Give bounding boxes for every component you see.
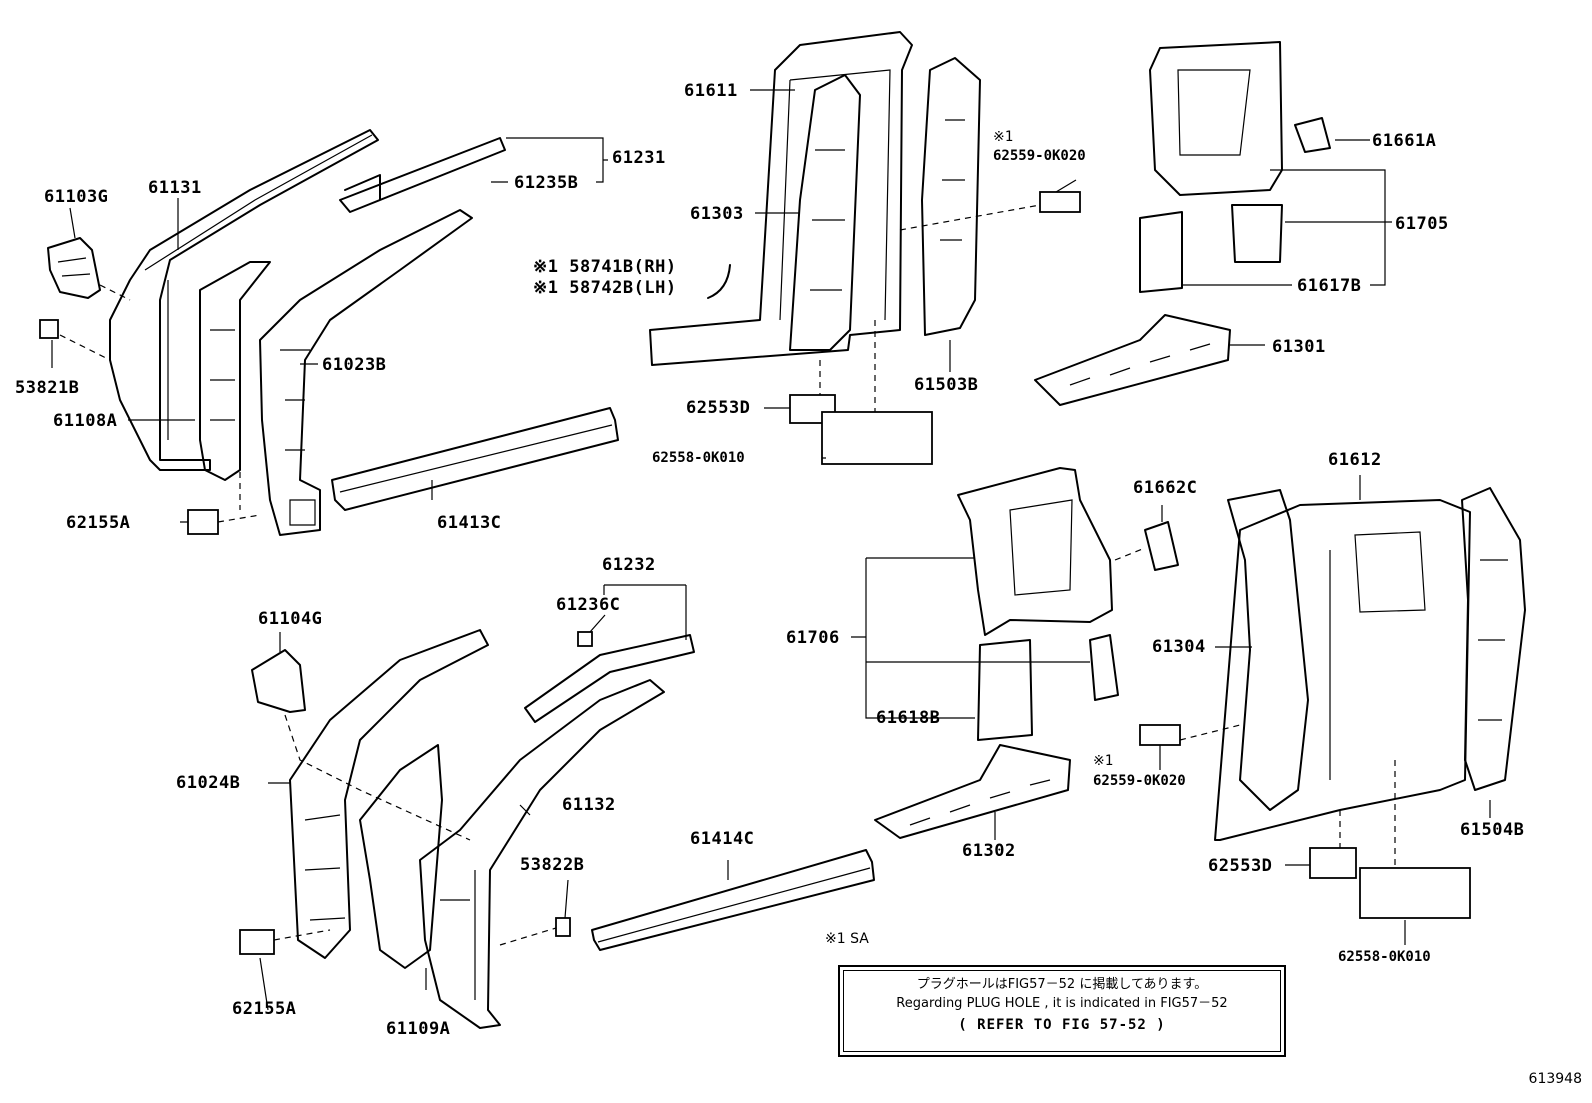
label-61235B: 61235B (514, 173, 579, 193)
label-61131: 61131 (148, 178, 202, 198)
part-61023B-pillar-reinf (259, 209, 473, 536)
label-62559-top: 62559-0K020 (993, 148, 1086, 164)
label-62553D-top: 62553D (686, 398, 751, 418)
part-61706-lower (1089, 634, 1119, 701)
label-61023B: 61023B (322, 355, 387, 375)
label-61301: 61301 (1272, 337, 1326, 357)
label-61617B: 61617B (1297, 276, 1362, 296)
label-61503B: 61503B (914, 375, 979, 395)
part-61617B-pillar (1139, 211, 1183, 293)
label-61304: 61304 (1152, 637, 1206, 657)
part-61705-quarter-inner (1149, 41, 1283, 196)
part-61109A-pillar-inner (359, 744, 443, 969)
label-62155A-top: 62155A (66, 513, 131, 533)
label-61232: 61232 (602, 555, 656, 575)
label-53821B: 53821B (15, 378, 80, 398)
part-61611-side-outer (649, 31, 913, 366)
part-61104G-bracket (251, 649, 306, 713)
part-62553D-plug-bot (1309, 847, 1357, 879)
label-61661A: 61661A (1372, 131, 1437, 151)
part-61236C-clip (577, 631, 593, 647)
part-61413C-rocker (331, 407, 619, 511)
part-62155A-plug-bot (239, 929, 275, 955)
part-62559-plug-top (1039, 191, 1081, 213)
label-star1-top: ※1 (993, 129, 1014, 145)
part-61705-lower (1231, 204, 1283, 263)
part-61302-rocker-inner (874, 744, 1071, 839)
label-61504B: 61504B (1460, 820, 1525, 840)
part-62155A-plug-top (187, 509, 219, 535)
label-62558-bot: 62558-0K010 (1338, 949, 1431, 965)
label-61662C: 61662C (1133, 478, 1198, 498)
label-61024B: 61024B (176, 773, 241, 793)
part-62558-plug-bot (1359, 867, 1471, 919)
label-61611: 61611 (684, 81, 738, 101)
part-61131-pillar-outer (109, 129, 379, 471)
part-62559-plug-bot (1139, 724, 1181, 746)
note-english: Regarding PLUG HOLE , it is indicated in… (896, 996, 1228, 1011)
part-61232-roof-rail (524, 634, 695, 723)
part-53821B-clip (39, 319, 59, 339)
part-61301-rocker-inner (1034, 314, 1231, 406)
note-reference: ( REFER TO FIG 57-52 ) (958, 1017, 1166, 1033)
part-58741B-weatherstrip (707, 264, 731, 299)
part-53822B-clip (555, 917, 571, 937)
label-61618B: 61618B (876, 708, 941, 728)
label-61414C: 61414C (690, 829, 755, 849)
label-star1-bot: ※1 (1093, 753, 1114, 769)
label-58741B: ※1 58741B(RH) (533, 257, 677, 277)
label-61303: 61303 (690, 204, 744, 224)
part-61108A-pillar-inner (199, 261, 271, 481)
part-61103G-bracket (47, 237, 101, 299)
label-61705: 61705 (1395, 214, 1449, 234)
part-61231-roof-rail (339, 137, 506, 213)
part-61503B-rear-panel (921, 57, 981, 336)
label-61706: 61706 (786, 628, 840, 648)
part-61504B-rear-panel (1461, 487, 1526, 791)
label-61236C: 61236C (556, 595, 621, 615)
label-53822B: 53822B (520, 855, 585, 875)
label-61302: 61302 (962, 841, 1016, 861)
part-61414C-rocker (591, 849, 875, 951)
footnote-marker: ※1 SA (825, 931, 869, 947)
figure-id: 613948 (1528, 1071, 1582, 1087)
part-61662C-bracket (1144, 521, 1179, 571)
label-62553D-bot: 62553D (1208, 856, 1273, 876)
label-61132: 61132 (562, 795, 616, 815)
part-61706-quarter-inner (957, 467, 1113, 636)
part-61303-b-pillar (789, 74, 861, 351)
label-61104G: 61104G (258, 609, 323, 629)
part-61618B-pillar (977, 639, 1033, 741)
label-61231: 61231 (612, 148, 666, 168)
note-japanese: プラグホールはFIG57－52 に掲載してあります。 (916, 977, 1208, 992)
part-62558-plug-top (821, 411, 933, 465)
label-62559-bot: 62559-0K020 (1093, 773, 1186, 789)
plug-hole-note: プラグホールはFIG57－52 に掲載してあります。 Regarding PLU… (838, 965, 1286, 1057)
part-61612-quarter-outer (1214, 499, 1471, 841)
leader-lines (51, 89, 1491, 1011)
label-61612: 61612 (1328, 450, 1382, 470)
part-61661A-bracket (1294, 117, 1331, 153)
label-61109A: 61109A (386, 1019, 451, 1039)
label-62155A-bot: 62155A (232, 999, 297, 1019)
label-58742B: ※1 58742B(LH) (533, 278, 677, 298)
label-62558-top: 62558-0K010 (652, 450, 745, 466)
part-61024B-pillar (289, 629, 489, 959)
label-61103G: 61103G (44, 187, 109, 207)
label-61413C: 61413C (437, 513, 502, 533)
part-61132-pillar-outer (419, 679, 665, 1029)
label-61108A: 61108A (53, 411, 118, 431)
